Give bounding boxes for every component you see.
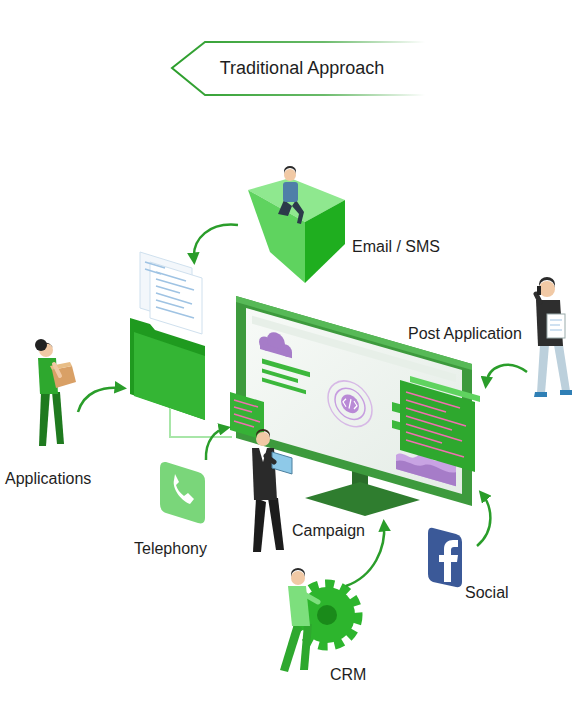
- monitor: [328, 376, 372, 433]
- flow-arrows: [194, 225, 238, 260]
- callout-label: Social: [465, 584, 509, 602]
- callout-label: Email / SMS: [352, 238, 440, 256]
- folder-icon: [130, 318, 205, 420]
- folder-icon: [134, 332, 205, 420]
- folder-icon: [130, 318, 232, 437]
- campaign-person: [256, 429, 270, 438]
- code-panel-left: [234, 400, 260, 427]
- facebook-icon: [439, 540, 458, 582]
- email-person: [284, 169, 296, 181]
- post-application-person: [537, 345, 549, 393]
- flow-arrows: [206, 428, 226, 460]
- post-application-person: [539, 277, 555, 288]
- email-person: [278, 200, 292, 216]
- title-banner: [172, 42, 425, 95]
- folder-icon: [170, 408, 232, 437]
- document-pages: [145, 262, 165, 274]
- crm-person: [280, 624, 302, 672]
- post-application-person: [539, 281, 555, 297]
- callout-label: Telephony: [134, 540, 207, 558]
- document-pages: [156, 272, 194, 318]
- telephony-icon: [160, 462, 205, 524]
- flow-arrows: [78, 225, 527, 586]
- document-pages: [140, 252, 202, 334]
- callout-label: Applications: [5, 470, 91, 488]
- crm-person: [291, 571, 305, 585]
- flow-arrows: [477, 494, 490, 546]
- crm-gear: [317, 605, 337, 625]
- email-prism: [305, 200, 345, 283]
- campaign-person: [266, 456, 274, 462]
- monitor: [260, 343, 292, 358]
- facebook-icon: [428, 528, 462, 587]
- code-panel-left: [230, 392, 264, 440]
- applications-person: [52, 392, 64, 444]
- applications-person: [39, 343, 53, 352]
- facebook-icon: [428, 528, 462, 587]
- code-panel-right: [410, 376, 480, 402]
- monitor: [341, 392, 359, 415]
- monitor: [262, 378, 306, 395]
- post-application-person: [537, 286, 541, 295]
- crm-person: [288, 586, 310, 626]
- email-prism: [248, 178, 345, 283]
- post-application-person: [550, 320, 562, 330]
- email-person: [284, 166, 296, 174]
- campaign-person: [268, 498, 284, 550]
- callout-label: Post Application: [408, 325, 522, 343]
- monitor: [343, 397, 357, 411]
- post-application-person: [554, 345, 570, 391]
- campaign-person: [253, 498, 266, 552]
- code-panel-right: [400, 376, 480, 472]
- callout-label: Campaign: [292, 522, 365, 540]
- post-application-person: [536, 294, 540, 302]
- monitor: [335, 385, 365, 424]
- crm-person: [291, 568, 305, 577]
- campaign-person: [252, 429, 292, 552]
- campaign-person: [256, 432, 270, 446]
- applications-person: [54, 364, 60, 376]
- crm-person: [304, 594, 318, 602]
- crm-person: [280, 568, 318, 672]
- email-person: [278, 166, 304, 224]
- applications-person: [35, 339, 76, 446]
- post-application-person: [534, 277, 572, 397]
- email-prism: [248, 190, 305, 283]
- monitor: [305, 482, 420, 516]
- email-person: [283, 182, 298, 202]
- post-application-person: [534, 390, 572, 397]
- telephony-icon: [160, 462, 205, 524]
- flow-arrows: [486, 365, 527, 384]
- code-panel-left: [230, 392, 264, 440]
- telephony-icon: [174, 474, 194, 504]
- email-person: [292, 200, 304, 224]
- banner-title: Traditional Approach: [220, 58, 384, 79]
- callout-label: CRM: [330, 666, 366, 684]
- title-banner: [172, 42, 425, 95]
- code-panel-right: [406, 392, 466, 457]
- applications-person: [39, 392, 50, 446]
- post-application-person: [547, 314, 565, 338]
- flow-arrows: [78, 388, 122, 412]
- crm-person: [300, 624, 312, 670]
